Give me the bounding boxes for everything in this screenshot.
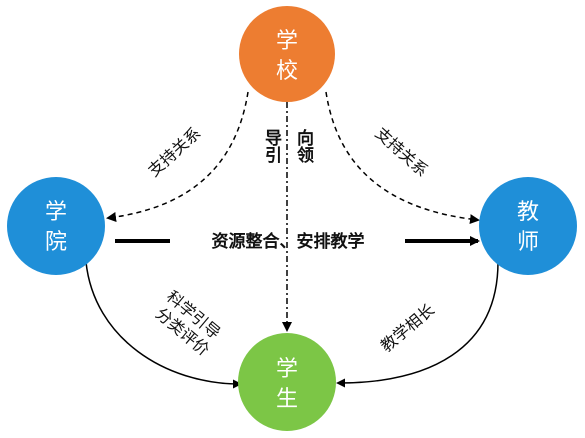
label-school-to-student-left: 导引: [261, 129, 282, 163]
node-student: 学 生: [238, 333, 336, 431]
node-student-label-top: 学: [276, 357, 298, 382]
label-teacher-to-student: 教学相长: [377, 300, 438, 356]
label-school-to-student-right: 向领: [293, 128, 314, 164]
node-student-label-bottom: 生: [276, 387, 298, 412]
label-school-to-college: 支持关系: [144, 123, 204, 180]
node-college-circle: [7, 177, 105, 275]
node-college: 学 院: [7, 177, 105, 275]
edge-school-to-college: [106, 91, 249, 222]
node-school-label-top: 学: [276, 29, 298, 54]
node-school: 学 校: [239, 6, 335, 102]
node-teacher-label-top: 教: [517, 200, 539, 225]
node-teacher-circle: [479, 177, 577, 275]
node-teacher-label-bottom: 师: [517, 230, 539, 255]
node-teacher: 教 师: [479, 177, 577, 275]
node-school-label-bottom: 校: [276, 59, 298, 84]
label-college-to-teacher: 资源整合、安排教学: [212, 231, 365, 252]
node-college-label-bottom: 院: [45, 230, 67, 255]
edge-school-to-teacher: [325, 91, 480, 225]
node-student-circle: [238, 333, 336, 431]
node-school-circle: [239, 6, 335, 102]
label-school-to-teacher: 支持关系: [372, 123, 432, 180]
edge-teacher-to-student: [336, 261, 499, 388]
edge-college-to-student: [85, 261, 242, 389]
node-college-label-top: 学: [45, 200, 67, 225]
